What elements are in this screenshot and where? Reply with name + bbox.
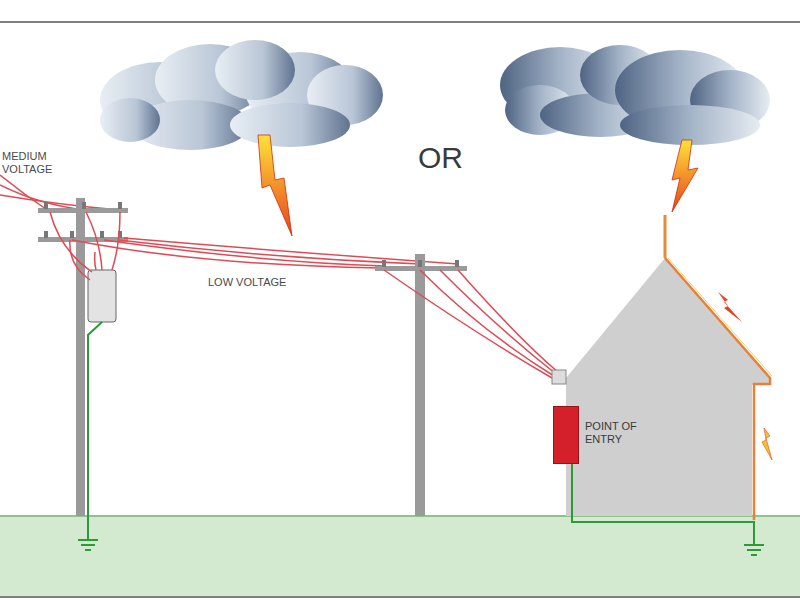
separator-word: OR <box>418 140 478 176</box>
entry-panel: POINT OF ENTRY <box>553 406 579 464</box>
panel-box <box>553 406 579 464</box>
panel-label: POINT OF ENTRY <box>585 420 645 446</box>
voltage-label: LOW VOLTAGE <box>208 276 308 289</box>
voltage-label: MEDIUM VOLTAGE <box>2 150 64 176</box>
